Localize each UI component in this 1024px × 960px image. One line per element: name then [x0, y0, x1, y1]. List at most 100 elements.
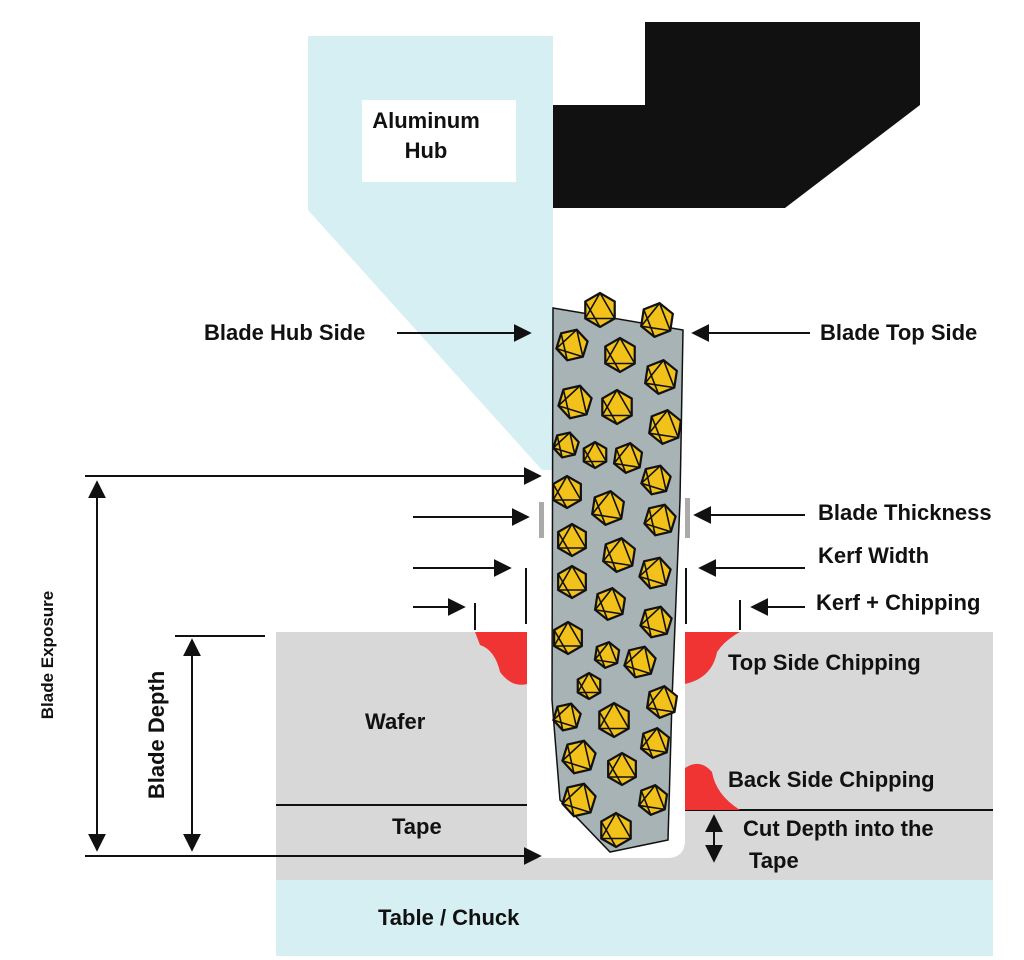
diamond-facet — [591, 490, 612, 515]
diamond-facet — [557, 385, 581, 407]
blade — [551, 307, 684, 853]
table-chuck — [276, 880, 993, 956]
diamond-facet — [579, 385, 588, 415]
diamond-facet — [639, 575, 667, 586]
diamond-facet — [561, 783, 585, 805]
diamond-facet — [624, 664, 652, 675]
diamond-facet — [601, 398, 618, 425]
diamond-facet — [648, 508, 657, 536]
diamond-facet — [607, 760, 623, 786]
diamond-facet — [601, 389, 618, 416]
diamond-facet — [556, 706, 564, 731]
label-table-chuck: Table / Chuck — [378, 905, 520, 930]
label-cut-depth-line1: Cut Depth into the — [743, 816, 934, 841]
diamond-facet — [646, 366, 660, 395]
diamond-facet — [567, 621, 583, 647]
diamond-facet — [592, 513, 622, 520]
diamond-facet — [640, 465, 661, 484]
diamond-facet — [569, 432, 576, 455]
diamond-facet — [594, 441, 607, 462]
diamond-facet — [566, 744, 575, 774]
diamond-facet — [663, 685, 676, 713]
label-wafer: Wafer — [365, 709, 426, 734]
diamond-facet — [613, 462, 640, 469]
label-blade-top-side: Blade Top Side — [820, 320, 977, 345]
diamond-facet — [613, 442, 631, 464]
diamond-facet — [583, 740, 592, 770]
diamond-facet — [561, 740, 585, 762]
diamond-facet — [650, 416, 664, 445]
diamond-facet — [562, 760, 591, 771]
diamond-facet — [588, 672, 601, 693]
back-side-chipping — [685, 763, 740, 810]
diamond-facet — [577, 679, 590, 700]
diamond-facet — [640, 624, 668, 635]
diamond-facet — [643, 504, 666, 525]
diamond-facet — [557, 573, 573, 599]
diamond-facet — [583, 441, 596, 462]
diamond-facet — [604, 337, 621, 364]
diamond-facet — [642, 733, 654, 759]
diamond-facet — [638, 804, 665, 811]
diamond-facet — [642, 309, 656, 338]
diamond-facet — [628, 650, 637, 678]
label-back-side-chipping: Back Side Chipping — [728, 767, 935, 792]
diamond-facet — [552, 703, 572, 721]
diamond-facet — [552, 431, 571, 449]
label-kerf-width: Kerf Width — [818, 543, 929, 568]
label-cut-depth-line2: Tape — [749, 848, 799, 873]
diamond-facet — [654, 784, 666, 810]
diamond-facet — [644, 522, 672, 533]
diamond-facet — [638, 557, 661, 578]
diamond-facet — [649, 432, 679, 439]
diamond-facet — [643, 561, 652, 589]
diamond-facet — [571, 523, 587, 549]
diamond-facet — [583, 783, 592, 813]
diamond-facet — [662, 359, 676, 388]
diamond-facet — [600, 812, 617, 839]
diamond-facet — [560, 333, 569, 361]
diamond-facet — [571, 565, 587, 591]
diamond-facet — [600, 821, 617, 848]
diamond-facet — [558, 405, 587, 416]
diamond-facet — [645, 468, 653, 495]
diamond-facet — [562, 389, 571, 419]
label-blade-thickness: Blade Thickness — [818, 500, 992, 525]
diamond-facet — [645, 382, 675, 389]
diamond-facet — [594, 658, 618, 664]
thickness-marker-left — [539, 502, 544, 538]
diamond-facet — [640, 727, 658, 749]
diamond-facet — [640, 747, 667, 754]
diamond-facet — [596, 593, 609, 621]
diamond-facet — [566, 475, 582, 501]
diamond-facet — [638, 784, 656, 806]
diamond-facet — [663, 504, 672, 532]
diamond-facet — [658, 302, 672, 331]
diamond-facet — [646, 685, 666, 709]
diamond-facet — [577, 672, 590, 693]
hub-label-box — [362, 100, 516, 182]
diamond-facet — [594, 587, 614, 611]
diamond-facet — [608, 641, 618, 664]
diamond-facet — [557, 565, 573, 591]
diamond-facet — [640, 790, 652, 816]
diamond-facet — [593, 497, 607, 526]
diamond-facet — [553, 621, 569, 647]
diamond-facet — [594, 641, 610, 661]
diamond-facet — [583, 448, 596, 469]
diamond-facet — [646, 707, 675, 713]
hub-label-line1: Aluminum — [372, 108, 480, 133]
diamond-facet — [648, 691, 661, 719]
label-blade-depth: Blade Depth — [144, 671, 169, 799]
diamond-facet — [621, 752, 637, 778]
diamond-facet — [556, 347, 584, 358]
diamond-facet — [584, 301, 601, 328]
diamond-facet — [598, 711, 615, 738]
label-blade-hub-side: Blade Hub Side — [204, 320, 365, 345]
diamond-facet — [607, 752, 623, 778]
diamond-facet — [604, 544, 618, 573]
diamond-facet — [553, 629, 569, 655]
diamond-facet — [615, 812, 632, 839]
diamond-facet — [616, 389, 633, 416]
